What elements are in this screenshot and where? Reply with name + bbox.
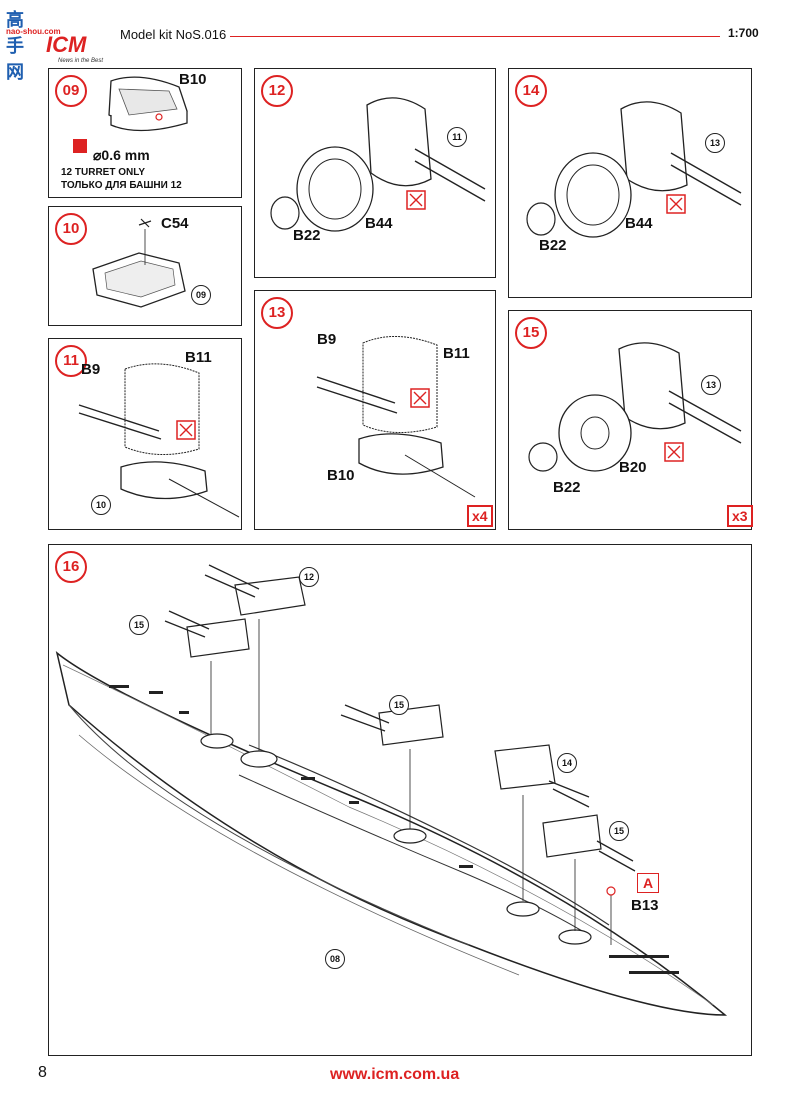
part-label-c54: C54 xyxy=(161,215,189,232)
ref-step-13: 13 xyxy=(701,375,721,395)
turret-top-drawing xyxy=(92,218,186,308)
step-09-panel: 09 B10 ⌀0.6 mm 12 TURRET ONLY ТОЛЬКО ДЛЯ… xyxy=(48,68,242,198)
turret-barrel-drawing xyxy=(526,101,742,238)
page-number: 8 xyxy=(38,1064,47,1081)
note-en: 12 TURRET ONLY xyxy=(61,167,146,178)
part-label-b44: B44 xyxy=(625,215,653,232)
ref-step-09: 09 xyxy=(191,285,211,305)
turret-assembly-drawing xyxy=(78,363,240,518)
step-number: 16 xyxy=(55,551,87,583)
ref-step-15: 15 xyxy=(609,821,629,841)
step-number: 13 xyxy=(261,297,293,329)
ref-step-14: 14 xyxy=(557,753,577,773)
step-16-panel: 16 xyxy=(48,544,752,1056)
ref-step-13: 13 xyxy=(705,133,725,153)
part-label-b9: B9 xyxy=(317,331,337,348)
step-number: 09 xyxy=(55,75,87,107)
turret-x4-drawing xyxy=(316,335,476,498)
part-label-b22: B22 xyxy=(553,479,581,496)
step-11-panel: 11 B9 B11 10 xyxy=(48,338,242,530)
part-label-b11: B11 xyxy=(443,345,470,362)
note-ru: ТОЛЬКО ДЛЯ БАШНИ 12 xyxy=(61,180,182,191)
multiplier-badge: x3 xyxy=(727,505,753,527)
step-13-panel: 13 B9 B11 B10 x4 xyxy=(254,290,496,530)
scale-label: 1:700 xyxy=(728,26,759,40)
website-link[interactable]: www.icm.com.ua xyxy=(330,1066,460,1083)
ref-step-11: 11 xyxy=(447,127,467,147)
part-label-b44: B44 xyxy=(365,215,393,232)
part-label-b11: B11 xyxy=(185,349,212,366)
step-12-panel: 12 11 B22 B44 xyxy=(254,68,496,278)
ref-step-15: 15 xyxy=(389,695,409,715)
model-kit-title: Model kit NoS.016 xyxy=(120,27,227,42)
step-number: 15 xyxy=(515,317,547,349)
ref-step-08: 08 xyxy=(325,949,345,969)
part-label-b22: B22 xyxy=(539,237,567,254)
ref-step-10: 10 xyxy=(91,495,111,515)
ref-step-12: 12 xyxy=(299,567,319,587)
logo-site: nao-shou.com xyxy=(6,27,61,36)
turret-x3-drawing xyxy=(528,342,742,472)
step-number: 14 xyxy=(515,75,547,107)
turret-barrel-drawing xyxy=(270,97,486,232)
ship-hull-drawing xyxy=(55,564,728,1016)
drill-icon xyxy=(73,139,87,153)
step-10-panel: 10 C54 09 xyxy=(48,206,242,326)
step-number: 11 xyxy=(55,345,87,377)
ref-step-15: 15 xyxy=(129,615,149,635)
part-label-b20: B20 xyxy=(619,459,647,476)
step-15-panel: 15 13 B22 B20 x3 xyxy=(508,310,753,530)
flag-a: A xyxy=(637,873,659,893)
multiplier-badge: x4 xyxy=(467,505,493,527)
step-14-panel: 14 13 B22 B44 xyxy=(508,68,752,298)
part-label-b10: B10 xyxy=(179,71,207,88)
turret-base-drawing xyxy=(108,76,188,132)
logo-brand: ICM xyxy=(46,32,87,57)
header-rule xyxy=(230,36,720,37)
part-label-b9: B9 xyxy=(81,361,101,378)
step-number: 12 xyxy=(261,75,293,107)
part-label-b13: B13 xyxy=(631,897,659,914)
drill-size: ⌀0.6 mm xyxy=(93,147,150,163)
logo-tagline: News in the Best xyxy=(58,58,104,64)
part-label-b22: B22 xyxy=(293,227,321,244)
step-number: 10 xyxy=(55,213,87,245)
part-label-b10: B10 xyxy=(327,467,355,484)
logo-chars: 高手网 xyxy=(6,10,25,83)
